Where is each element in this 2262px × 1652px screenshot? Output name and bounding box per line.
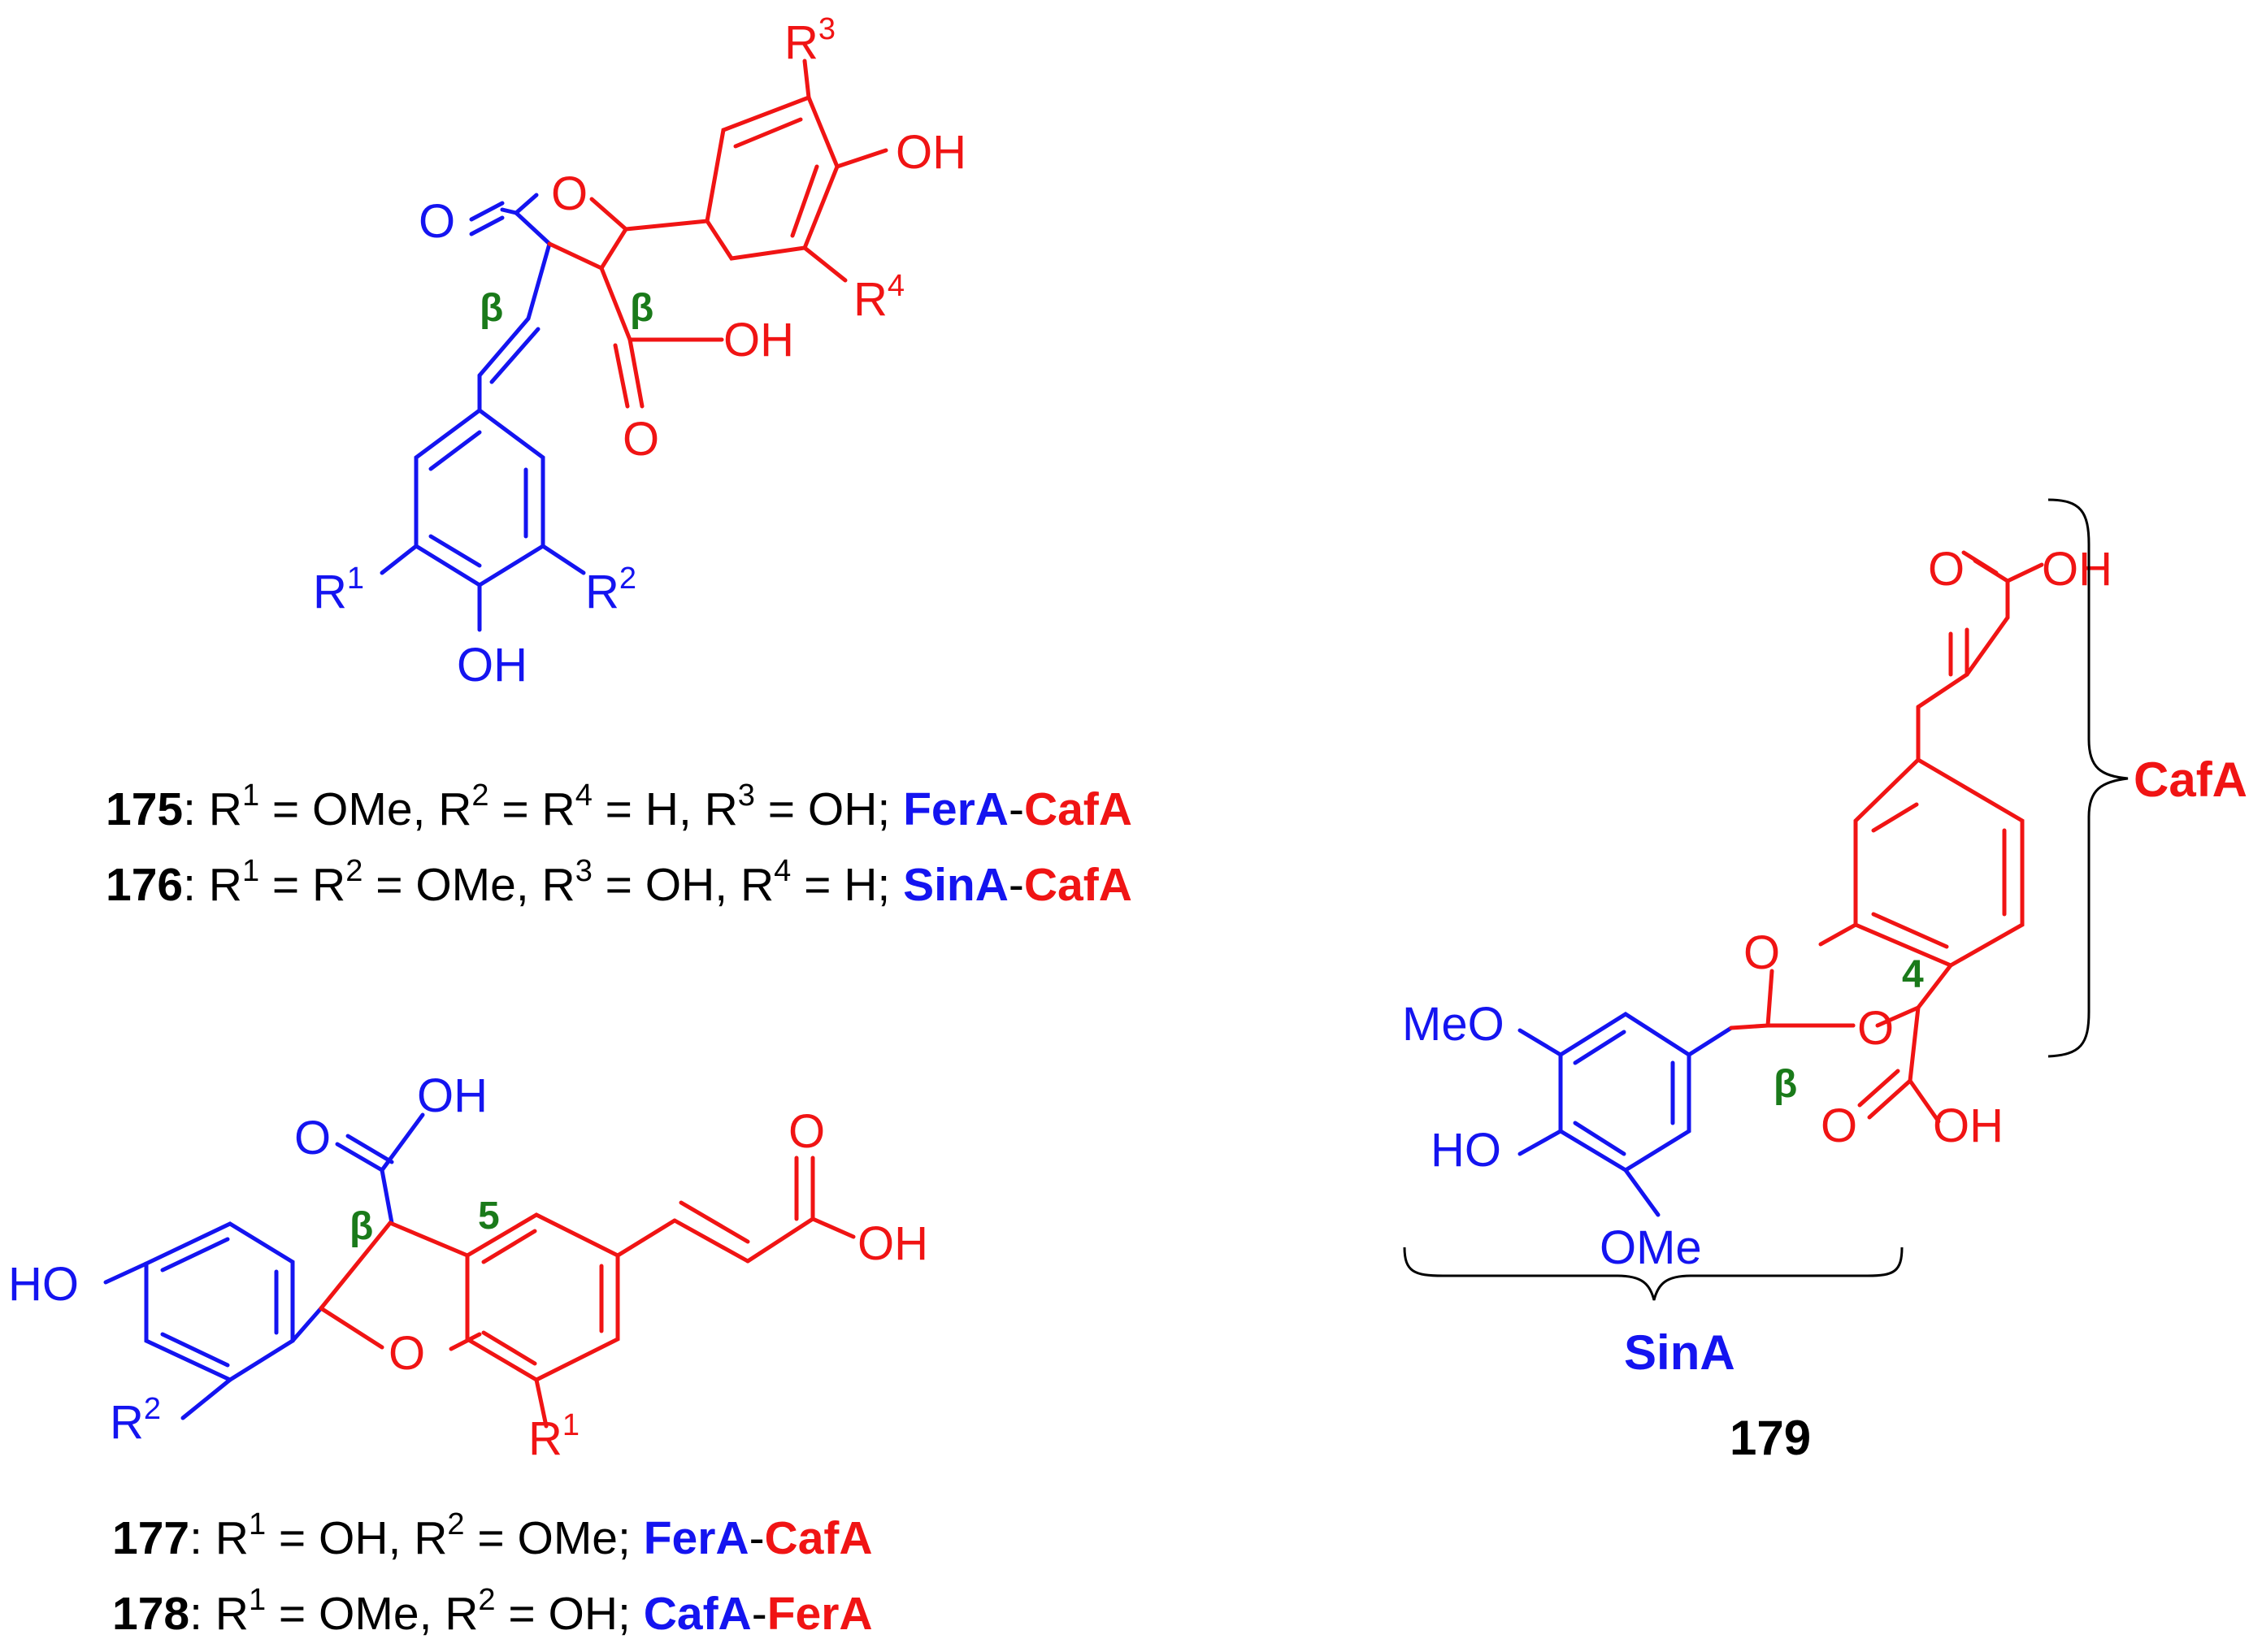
furan-oxygen: O — [389, 1327, 425, 1380]
lower-aryl-ring-bonds — [380, 210, 586, 632]
dihydrobenzofuran-bonds — [319, 1156, 856, 1429]
caption-175: 175: R1 = OMe, R2 = R4 = H, R3 = OH; Fer… — [106, 778, 1132, 835]
acrylic-oxygen-179: O — [1928, 543, 1965, 596]
sina-cafa-link-bond — [1729, 1023, 1770, 1030]
structure-175-176-atoms: O O OH O OH R3 R4 R1 R2 OH β β — [313, 12, 966, 692]
carbonyl-bonds — [469, 193, 539, 236]
beta-label-4: β — [1774, 1063, 1797, 1106]
cafa-brace — [2047, 498, 2129, 1058]
structure-177-178 — [103, 1112, 856, 1429]
compound-179-label: 179 — [1730, 1411, 1811, 1465]
r4-label: R4 — [853, 269, 905, 326]
acrylic-oh: OH — [857, 1217, 928, 1270]
phenol-ring-bonds — [103, 1112, 425, 1420]
acid-oxygen: O — [623, 413, 659, 466]
caption-178: 178: R1 = OMe, R2 = OH; CafA-FerA — [112, 1583, 873, 1640]
structure-179 — [1517, 550, 2044, 1217]
acid-oxygen-179: O — [1821, 1099, 1857, 1152]
sina-unit-bonds — [1517, 1012, 1734, 1217]
r1-label-2: R1 — [528, 1408, 580, 1465]
caption-176: 176: R1 = R2 = OMe, R3 = OH, R4 = H; Sin… — [106, 854, 1132, 911]
lower-ring-oh: OH — [457, 639, 528, 692]
cafa-unit-bonds — [1765, 550, 2044, 1124]
dioxane-oxygen-1: O — [1743, 926, 1780, 979]
acid-oh-179: OH — [1933, 1099, 2004, 1152]
methoxy-bottom: OMe — [1600, 1221, 1702, 1274]
r2-label: R2 — [585, 562, 636, 618]
structure-177-178-atoms: HO R2 O OH O R1 O OH β 5 — [8, 1069, 928, 1465]
phenol-ho: HO — [8, 1258, 79, 1311]
caption-177: 177: R1 = OH, R2 = OMe; FerA-CafA — [112, 1507, 873, 1564]
r2-label-2: R2 — [110, 1392, 161, 1449]
acrylic-oxygen: O — [788, 1105, 825, 1158]
lactone-and-upper-ring-bonds — [547, 59, 888, 409]
upper-ring-oh: OH — [896, 126, 966, 179]
ring-oxygen: O — [551, 167, 588, 220]
acid-oxygen-2: O — [294, 1112, 331, 1164]
acrylic-oh-179: OH — [2042, 543, 2112, 596]
beta-label-1: β — [480, 287, 503, 330]
beta-label-3: β — [350, 1205, 373, 1248]
carbonyl-oxygen: O — [419, 195, 455, 248]
sina-brace — [1403, 1247, 1904, 1301]
phenol-ho-179: HO — [1431, 1124, 1501, 1177]
dioxane-oxygen-2: O — [1857, 1002, 1894, 1055]
cafa-unit-label: CafA — [2134, 752, 2247, 807]
position-4-label: 4 — [1902, 953, 1924, 996]
structure-175-176 — [380, 59, 888, 632]
position-5-label: 5 — [478, 1195, 500, 1238]
structure-179-atoms: O O O OH O OH MeO HO OMe β 4 — [1402, 543, 2112, 1274]
r3-label: R3 — [784, 12, 836, 69]
acid-oh-2: OH — [417, 1069, 488, 1122]
sina-unit-label: SinA — [1624, 1325, 1735, 1380]
acid-oh: OH — [723, 314, 794, 366]
beta-label-2: β — [630, 287, 653, 330]
r1-label: R1 — [313, 562, 364, 618]
methoxy-top: MeO — [1402, 998, 1504, 1051]
